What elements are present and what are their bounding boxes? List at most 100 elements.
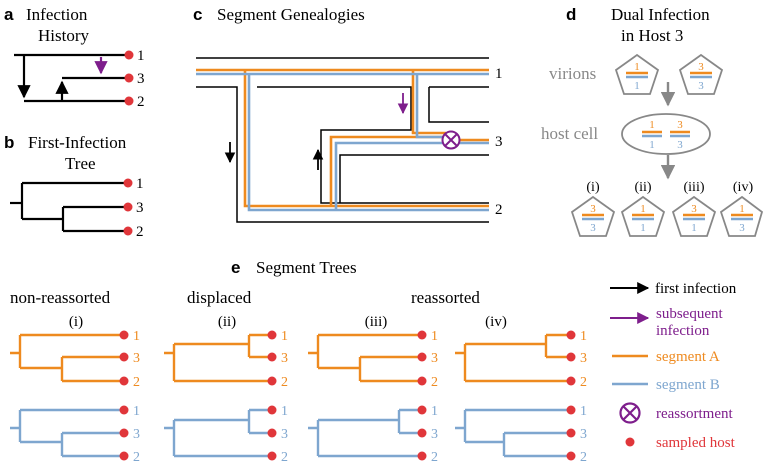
virion-label-b: 3 — [590, 222, 596, 234]
tree-iii-segment-a — [308, 333, 422, 383]
outcome-virion-ii: (ii) 1 1 — [620, 180, 666, 237]
leaf-label: 1 — [580, 404, 587, 419]
tree-label: (i) — [69, 314, 83, 330]
sampled-host-dot — [267, 376, 277, 386]
leaf-label: 3 — [580, 427, 587, 442]
panel-letter-d: d — [566, 5, 576, 24]
legend-sampled-host-dot — [625, 437, 635, 447]
sampled-host-dot — [119, 330, 129, 340]
leaf-label: 2 — [281, 450, 288, 465]
virion-label-b: 3 — [739, 222, 745, 234]
host-cell-label: host cell — [541, 124, 598, 143]
leaf-label: 3 — [133, 351, 140, 366]
sampled-host-dot — [119, 352, 129, 362]
outcome-virion-iii: (iii) 3 1 — [671, 180, 717, 237]
leaf-label: 3 — [281, 427, 288, 442]
infection-history-diagram — [14, 53, 129, 103]
legend-segment-a: segment A — [656, 349, 720, 365]
sampled-host-dot — [119, 451, 129, 461]
group-label-reassorted: reassorted — [411, 288, 480, 307]
leaf-label: 1 — [133, 329, 140, 344]
virion-right: 3 3 — [678, 53, 724, 95]
host-label-2: 2 — [137, 94, 145, 110]
sampled-host-dot — [119, 376, 129, 386]
tree-label: (iii) — [365, 314, 388, 330]
panel-c-title: Segment Genealogies — [217, 5, 365, 24]
host-label-2: 2 — [495, 202, 503, 218]
leaf-label: 2 — [133, 375, 140, 390]
cell-label: 3 — [677, 139, 683, 151]
tree-label: (ii) — [218, 314, 236, 330]
virion-label-a: 1 — [739, 203, 745, 215]
host-label-3: 3 — [136, 200, 144, 216]
panel-b-title-line2: Tree — [65, 154, 96, 173]
reassortment-icon — [441, 130, 461, 150]
panel-letter-b: b — [4, 133, 14, 152]
sampled-host-dot — [417, 330, 427, 340]
outcome-virion-i: (i) 3 3 — [570, 180, 616, 237]
sampled-host-dot — [566, 428, 576, 438]
sampled-host-dot — [417, 428, 427, 438]
virions-label: virions — [549, 64, 596, 83]
sampled-host-dot — [124, 50, 134, 60]
tree-iii-segment-b — [308, 408, 422, 458]
sampled-host-dot — [417, 451, 427, 461]
sampled-host-dot — [417, 376, 427, 386]
outcome-label: (ii) — [634, 180, 651, 195]
virion-label-a: 3 — [691, 203, 697, 215]
panel-a-title-line2: History — [38, 26, 90, 45]
panel-a: a Infection History 1 3 2 — [4, 5, 145, 110]
sampled-host-dot — [566, 352, 576, 362]
panel-letter-a: a — [4, 5, 14, 24]
leaf-label: 1 — [281, 329, 288, 344]
tree-iv-segment-b — [455, 408, 571, 458]
sampled-host-dot — [123, 226, 133, 236]
host-cell: 1 3 1 3 — [621, 113, 711, 155]
virion-label-b: 1 — [634, 80, 640, 92]
panel-d-title-line2: in Host 3 — [621, 26, 683, 45]
leaf-label: 2 — [580, 375, 587, 390]
host-tubes — [196, 57, 489, 223]
outcome-virion-iv: (iv) 1 3 — [719, 180, 764, 237]
tree-ii-segment-a — [164, 333, 272, 383]
virion-label-a: 1 — [640, 203, 646, 215]
sampled-host-dot — [124, 73, 134, 83]
sampled-host-dot — [267, 428, 277, 438]
sampled-host-dot — [566, 376, 576, 386]
outcome-label: (iii) — [684, 180, 705, 195]
host-label-3: 3 — [137, 71, 145, 87]
panel-b: b First-Infection Tree 1 3 2 — [4, 133, 144, 240]
sampled-host-dot — [267, 405, 277, 415]
legend-segment-b: segment B — [656, 377, 720, 393]
sampled-host-dot — [417, 352, 427, 362]
host-label-1: 1 — [137, 48, 145, 64]
panel-e-title: Segment Trees — [256, 258, 357, 277]
legend-subsequent-line1: subsequent — [656, 306, 723, 322]
panel-letter-c: c — [193, 5, 202, 24]
sampled-host-dot — [566, 330, 576, 340]
panel-c: c Segment Genealogies — [193, 5, 503, 223]
cell-label: 1 — [649, 139, 655, 151]
leaf-label: 1 — [281, 404, 288, 419]
sampled-host-dot — [566, 405, 576, 415]
leaf-label: 2 — [580, 450, 587, 465]
sampled-host-dot — [267, 330, 277, 340]
leaf-label: 3 — [431, 351, 438, 366]
legend: first infection subsequent infection seg… — [610, 281, 737, 451]
leaf-label: 1 — [431, 329, 438, 344]
virion-label-a: 3 — [698, 61, 704, 73]
sampled-host-dot — [119, 405, 129, 415]
leaf-label: 1 — [133, 404, 140, 419]
tree-i-segment-b — [10, 408, 124, 458]
sampled-host-dot — [566, 451, 576, 461]
panel-b-title-line1: First-Infection — [28, 133, 127, 152]
host-label-2: 2 — [136, 224, 144, 240]
tree-i-segment-a — [10, 333, 124, 383]
virion-label-a: 3 — [590, 203, 596, 215]
virion-label-a: 1 — [634, 61, 640, 73]
sampled-host-dot — [119, 428, 129, 438]
outcome-label: (iv) — [733, 180, 754, 195]
first-infection-tree — [10, 181, 128, 233]
cell-label: 3 — [677, 119, 683, 131]
